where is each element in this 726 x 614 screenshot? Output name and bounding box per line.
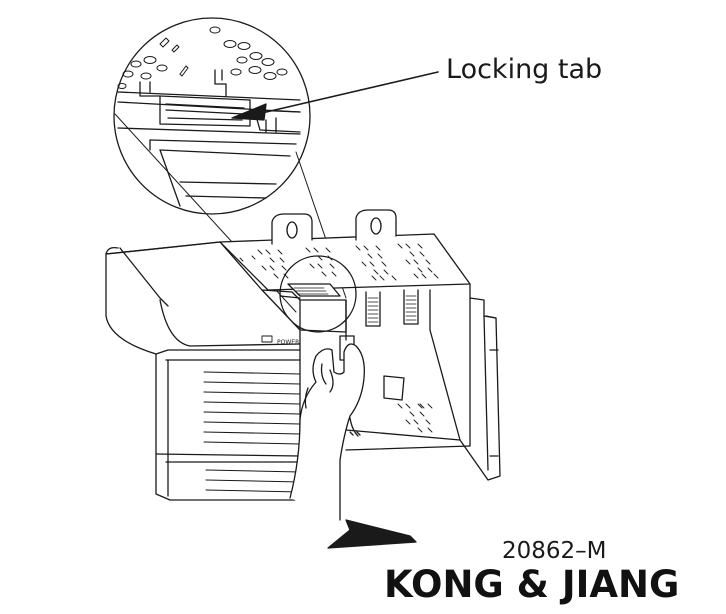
- vent-holes-detail: [117, 26, 288, 89]
- power-supply-module: [105, 241, 355, 501]
- power-indicator-label: POWER: [277, 339, 300, 346]
- locking-tab-label: Locking tab: [446, 54, 603, 85]
- figure-number: 20862–M: [502, 538, 607, 564]
- insertion-arrow: [327, 519, 417, 549]
- callout-arrow: [231, 71, 439, 121]
- watermark: KONG & JIANG: [384, 563, 680, 606]
- magnified-detail: [113, 17, 311, 215]
- chassis-top-plate: [219, 209, 471, 333]
- chassis-body: [345, 283, 501, 481]
- hand: [289, 343, 365, 521]
